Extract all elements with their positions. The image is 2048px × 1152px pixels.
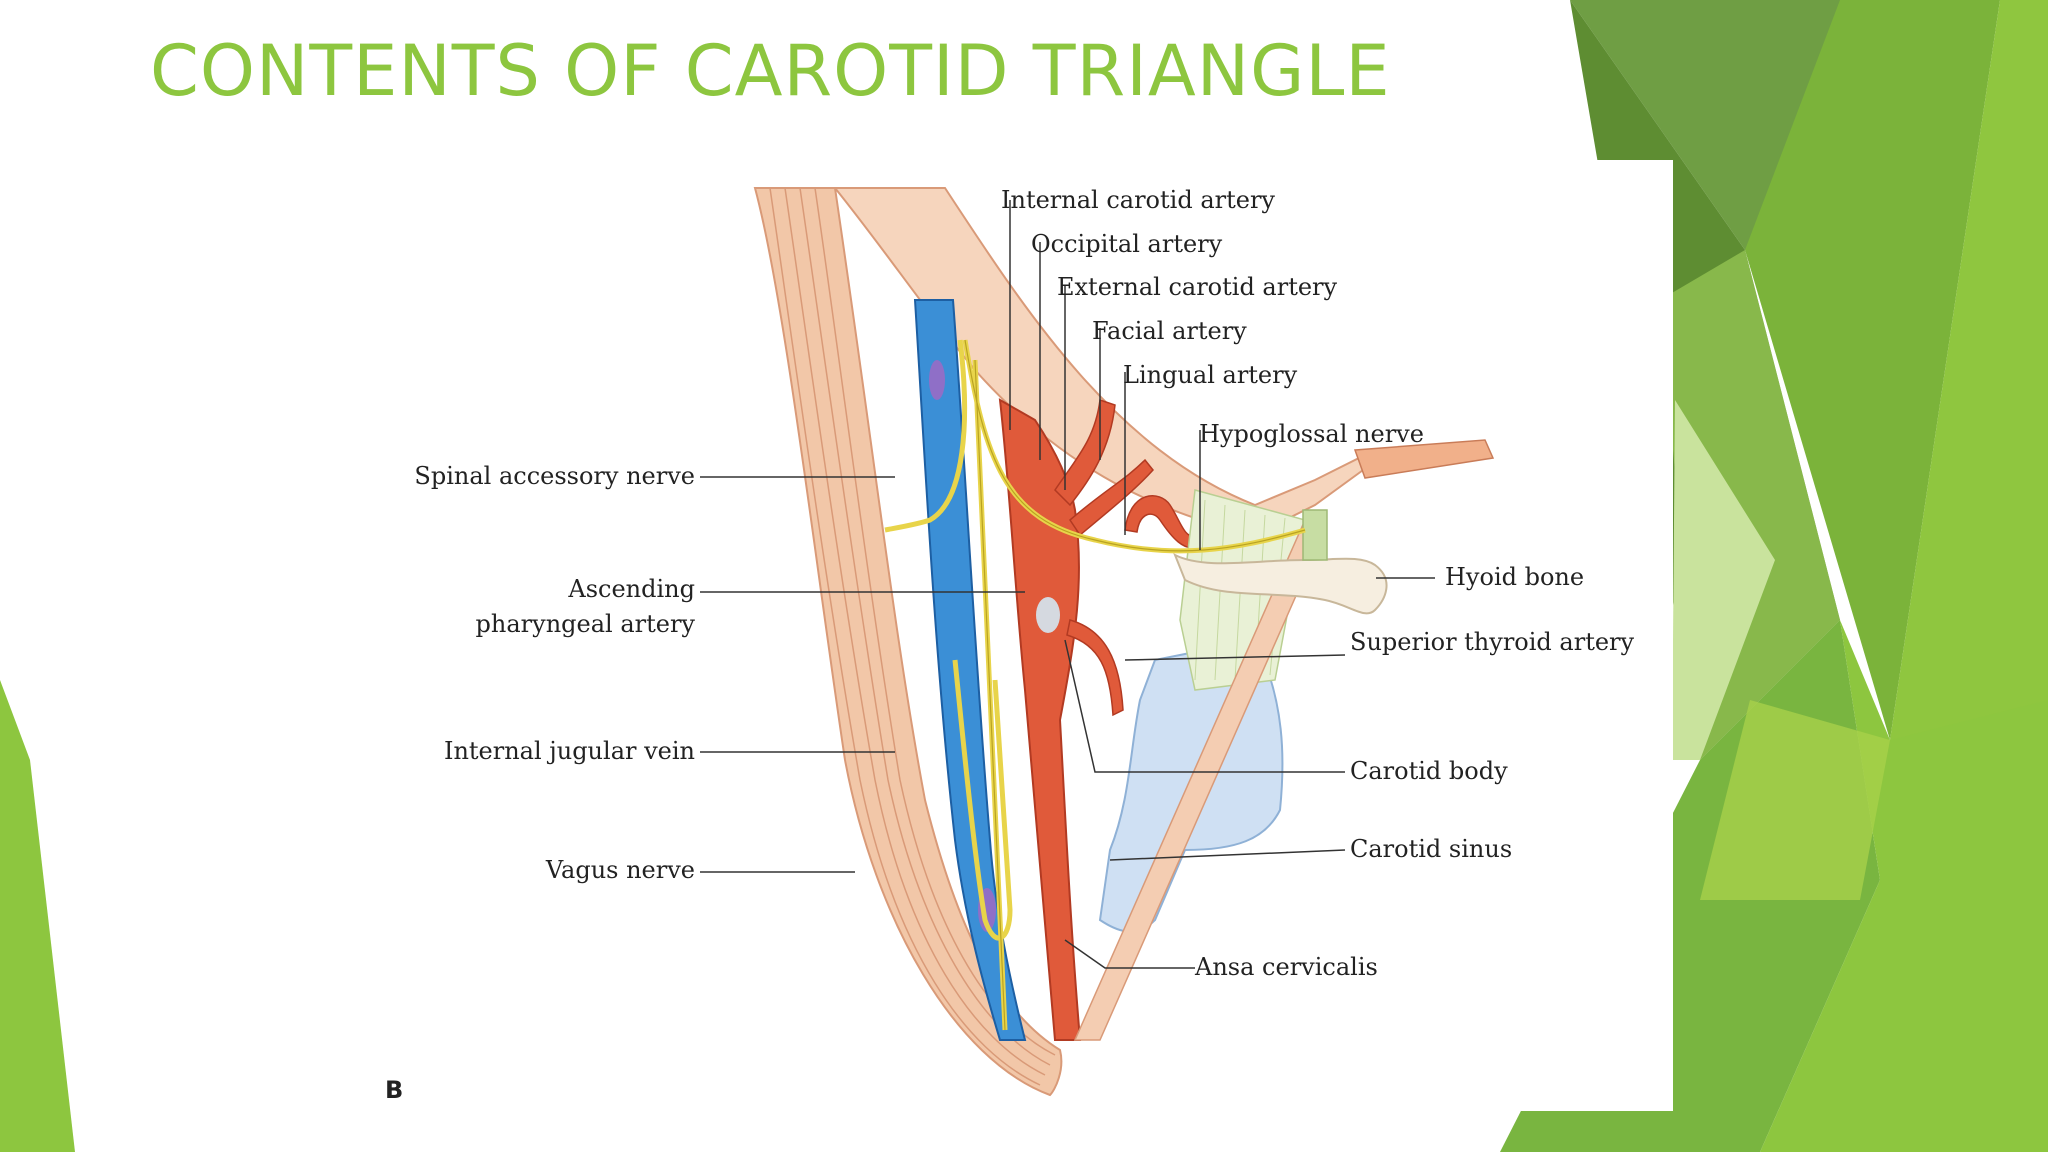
label-ascending-pharyngeal-line1: Ascending [568, 575, 695, 603]
panel-letter: B [385, 1076, 404, 1104]
label-spinal-accessory-nerve: Spinal accessory nerve [414, 462, 695, 490]
label-ansa-cervicalis: Ansa cervicalis [1195, 953, 1378, 981]
stylohyoid-tendon [1353, 439, 1495, 479]
label-carotid-sinus: Carotid sinus [1350, 835, 1513, 863]
spinal-accessory-nerve-path [884, 339, 968, 533]
carotid-triangle-illustration [700, 187, 1495, 1097]
green-wedge-left [0, 680, 75, 1152]
ansa-cervicalis-path [952, 659, 1013, 941]
hyoid-bone-shape [1173, 552, 1388, 615]
label-hyoid-bone: Hyoid bone [1445, 563, 1585, 591]
leader-lines [700, 200, 1435, 969]
carotid-body-shape [1036, 597, 1060, 633]
label-vagus-nerve: Vagus nerve [545, 856, 695, 884]
label-superior-thyroid-artery: Superior thyroid artery [1350, 628, 1635, 656]
vein-valve-upper [929, 360, 945, 400]
facial-lingual-branches [1054, 398, 1154, 537]
superior-thyroid-branch [1066, 619, 1124, 717]
label-facial-artery: Facial artery [1092, 317, 1247, 345]
slide-title: CONTENTS OF CAROTID TRIANGLE [150, 30, 1391, 112]
internal-jugular-vein [913, 299, 1027, 1041]
anatomy-figure: Internal carotid artery Occipital artery… [195, 160, 1673, 1111]
label-carotid-body: Carotid body [1350, 757, 1508, 785]
label-hypoglossal-nerve: Hypoglossal nerve [1199, 420, 1424, 448]
label-internal-carotid-artery: Internal carotid artery [1001, 186, 1275, 214]
label-lingual-artery: Lingual artery [1123, 361, 1298, 389]
label-external-carotid-artery: External carotid artery [1057, 273, 1338, 301]
sternocleidomastoid-muscle [753, 187, 1063, 1097]
label-occipital-artery: Occipital artery [1031, 230, 1223, 258]
label-internal-jugular-vein: Internal jugular vein [443, 737, 695, 765]
muscle-fibers [769, 187, 1056, 1086]
label-ascending-pharyngeal-line2: pharyngeal artery [475, 610, 695, 638]
hyoid-attachment [1302, 509, 1328, 561]
